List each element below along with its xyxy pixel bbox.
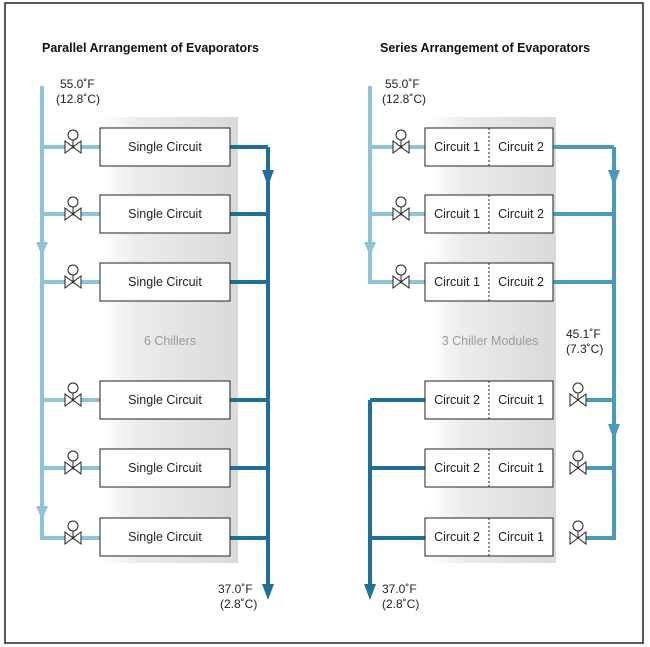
chiller-label: Single Circuit <box>128 140 202 154</box>
valve-icon <box>64 196 82 221</box>
chiller-label: Single Circuit <box>128 530 202 544</box>
series-supply-arrow <box>364 242 376 256</box>
valve-icon <box>64 450 82 475</box>
circuit-2-label: Circuit 2 <box>498 275 544 289</box>
parallel-chiller-5: Single Circuit <box>99 448 231 488</box>
series-outlet-temp-c: (2.8˚C) <box>382 597 419 611</box>
parallel-band-label: 6 Chillers <box>144 334 196 348</box>
series-mid-arrow-1 <box>608 170 620 186</box>
circuit-1-label: Circuit 1 <box>434 207 480 221</box>
valve-icon <box>64 264 82 289</box>
parallel-chiller-band <box>102 117 238 563</box>
parallel-inlet-temp-f: 55.0˚F <box>60 77 95 91</box>
parallel-panel: Parallel Arrangement of Evaporators 55.0… <box>36 41 274 611</box>
series-module-2-lower: Circuit 2 Circuit 1 <box>424 448 554 488</box>
parallel-return-header <box>230 145 270 586</box>
chiller-label: Single Circuit <box>128 393 202 407</box>
series-chiller-band <box>430 117 556 563</box>
series-mid-temp-f: 45.1˚F <box>566 327 601 341</box>
circuit-2-label: Circuit 2 <box>434 393 480 407</box>
series-module-1-lower: Circuit 2 Circuit 1 <box>424 380 554 420</box>
series-title: Series Arrangement of Evaporators <box>380 41 590 55</box>
series-inlet-temp-c: (12.8˚C) <box>382 92 426 106</box>
valve-icon <box>569 520 587 545</box>
series-supply-header <box>368 86 425 284</box>
series-module-2-upper: Circuit 1 Circuit 2 <box>424 194 554 234</box>
series-module-1-upper: Circuit 1 Circuit 2 <box>424 127 554 167</box>
parallel-outlet-temp-c: (2.8˚C) <box>220 597 257 611</box>
chiller-label: Single Circuit <box>128 461 202 475</box>
series-mid-arrow-2 <box>608 424 620 440</box>
series-module-3-lower: Circuit 2 Circuit 1 <box>424 517 554 557</box>
valve-icon <box>64 382 82 407</box>
valve-icon <box>569 382 587 407</box>
series-inlet-temp-f: 55.0˚F <box>385 77 420 91</box>
valve-icon <box>569 450 587 475</box>
series-return-arrow-outlet <box>364 584 376 600</box>
parallel-chiller-1: Single Circuit <box>99 127 231 167</box>
chiller-label: Single Circuit <box>128 275 202 289</box>
parallel-supply-header <box>40 86 100 540</box>
parallel-title: Parallel Arrangement of Evaporators <box>42 41 259 55</box>
diagram-frame <box>4 2 644 644</box>
circuit-1-label: Circuit 1 <box>498 393 544 407</box>
valve-icon <box>392 129 410 154</box>
circuit-1-label: Circuit 1 <box>434 140 480 154</box>
circuit-1-label: Circuit 1 <box>434 275 480 289</box>
series-band-label: 3 Chiller Modules <box>442 334 539 348</box>
parallel-supply-arrow-2 <box>36 506 48 520</box>
parallel-chiller-2: Single Circuit <box>99 194 231 234</box>
circuit-1-label: Circuit 1 <box>498 530 544 544</box>
circuit-2-label: Circuit 2 <box>498 140 544 154</box>
series-panel: Series Arrangement of Evaporators 55.0˚F… <box>364 41 620 611</box>
series-outlet-temp-f: 37.0˚F <box>382 582 417 596</box>
valve-icon <box>64 129 82 154</box>
valve-icon <box>392 264 410 289</box>
parallel-chiller-3: Single Circuit <box>99 262 231 302</box>
parallel-outlet-temp-f: 37.0˚F <box>218 582 253 596</box>
parallel-chiller-6: Single Circuit <box>99 517 231 557</box>
valve-icon <box>64 520 82 545</box>
parallel-return-arrow-outlet <box>262 584 274 600</box>
circuit-2-label: Circuit 2 <box>498 207 544 221</box>
parallel-return-arrow-top <box>262 170 274 186</box>
circuit-1-label: Circuit 1 <box>498 461 544 475</box>
parallel-chiller-4: Single Circuit <box>99 380 231 420</box>
valve-icon <box>392 196 410 221</box>
circuit-2-label: Circuit 2 <box>434 530 480 544</box>
series-return-header <box>368 398 425 586</box>
chiller-label: Single Circuit <box>128 207 202 221</box>
circuit-2-label: Circuit 2 <box>434 461 480 475</box>
series-mid-temp-c: (7.3˚C) <box>566 342 603 356</box>
parallel-inlet-temp-c: (12.8˚C) <box>56 92 100 106</box>
parallel-supply-arrow-1 <box>36 242 48 256</box>
series-mid-header <box>553 145 616 540</box>
series-module-3-upper: Circuit 1 Circuit 2 <box>424 262 554 302</box>
